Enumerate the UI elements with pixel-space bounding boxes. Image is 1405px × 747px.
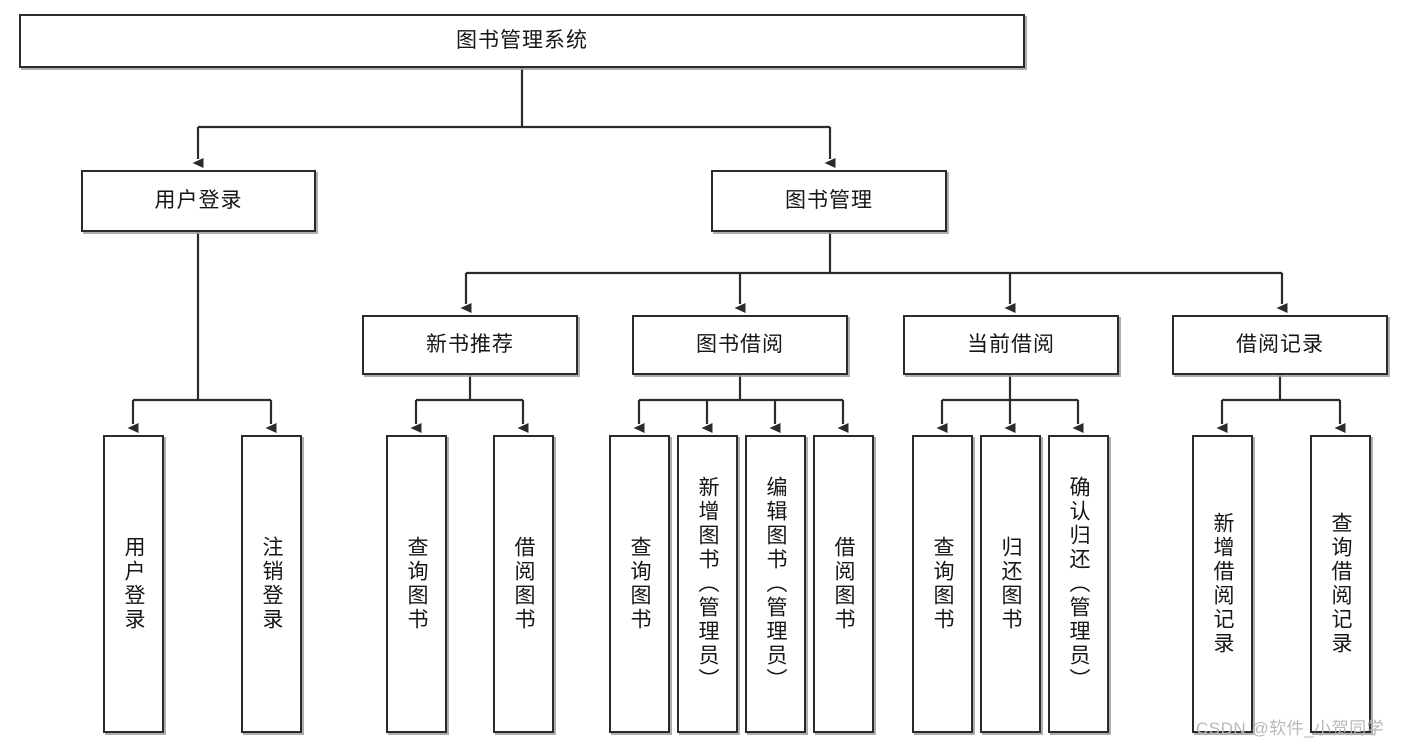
node-user-login-label: 用户登录 [154, 188, 243, 212]
node-leaf-return-book-label: 归还图书 [999, 536, 1022, 632]
node-leaf-query-book-3[interactable]: 查询图书 [912, 435, 973, 733]
node-leaf-add-book-admin[interactable]: 新增图书（管理员） [677, 435, 738, 733]
node-leaf-confirm-return-admin-label: 确认归还（管理员） [1067, 476, 1090, 692]
node-leaf-edit-book-admin-label: 编辑图书（管理员） [764, 476, 787, 692]
node-book-borrow-label: 图书借阅 [696, 332, 784, 356]
node-new-book-recommendation[interactable]: 新书推荐 [362, 315, 578, 375]
node-user-login[interactable]: 用户登录 [81, 170, 316, 232]
node-leaf-query-book-3-label: 查询图书 [931, 536, 954, 632]
node-book-borrow[interactable]: 图书借阅 [632, 315, 848, 375]
node-leaf-add-book-admin-label: 新增图书（管理员） [696, 476, 719, 692]
node-leaf-borrow-book-2-label: 借阅图书 [832, 536, 855, 632]
node-leaf-return-book[interactable]: 归还图书 [980, 435, 1041, 733]
node-leaf-edit-book-admin[interactable]: 编辑图书（管理员） [745, 435, 806, 733]
node-leaf-borrow-book-2[interactable]: 借阅图书 [813, 435, 874, 733]
node-borrow-record-label: 借阅记录 [1236, 332, 1324, 356]
node-current-borrow-label: 当前借阅 [967, 332, 1055, 356]
node-leaf-borrow-book-1[interactable]: 借阅图书 [493, 435, 554, 733]
node-root-label: 图书管理系统 [456, 28, 588, 52]
node-leaf-user-login[interactable]: 用户登录 [103, 435, 164, 733]
node-borrow-record[interactable]: 借阅记录 [1172, 315, 1388, 375]
node-leaf-query-borrow-record[interactable]: 查询借阅记录 [1310, 435, 1371, 733]
node-leaf-query-book-2[interactable]: 查询图书 [609, 435, 670, 733]
node-book-management-label: 图书管理 [785, 188, 873, 212]
node-current-borrow[interactable]: 当前借阅 [903, 315, 1119, 375]
node-leaf-confirm-return-admin[interactable]: 确认归还（管理员） [1048, 435, 1109, 733]
node-leaf-query-book-1-label: 查询图书 [405, 536, 428, 632]
node-leaf-add-borrow-record-label: 新增借阅记录 [1211, 512, 1234, 656]
node-new-book-recommendation-label: 新书推荐 [426, 332, 514, 356]
node-leaf-query-book-2-label: 查询图书 [628, 536, 651, 632]
node-book-management[interactable]: 图书管理 [711, 170, 947, 232]
node-leaf-add-borrow-record[interactable]: 新增借阅记录 [1192, 435, 1253, 733]
watermark: CSDN @软件_小贺同学 [1196, 719, 1385, 738]
node-leaf-borrow-book-1-label: 借阅图书 [512, 536, 535, 632]
node-leaf-logout-label: 注销登录 [260, 536, 283, 632]
node-leaf-query-book-1[interactable]: 查询图书 [386, 435, 447, 733]
node-leaf-query-borrow-record-label: 查询借阅记录 [1329, 512, 1352, 656]
node-leaf-user-login-label: 用户登录 [122, 536, 145, 632]
node-root[interactable]: 图书管理系统 [19, 14, 1025, 68]
node-leaf-logout[interactable]: 注销登录 [241, 435, 302, 733]
